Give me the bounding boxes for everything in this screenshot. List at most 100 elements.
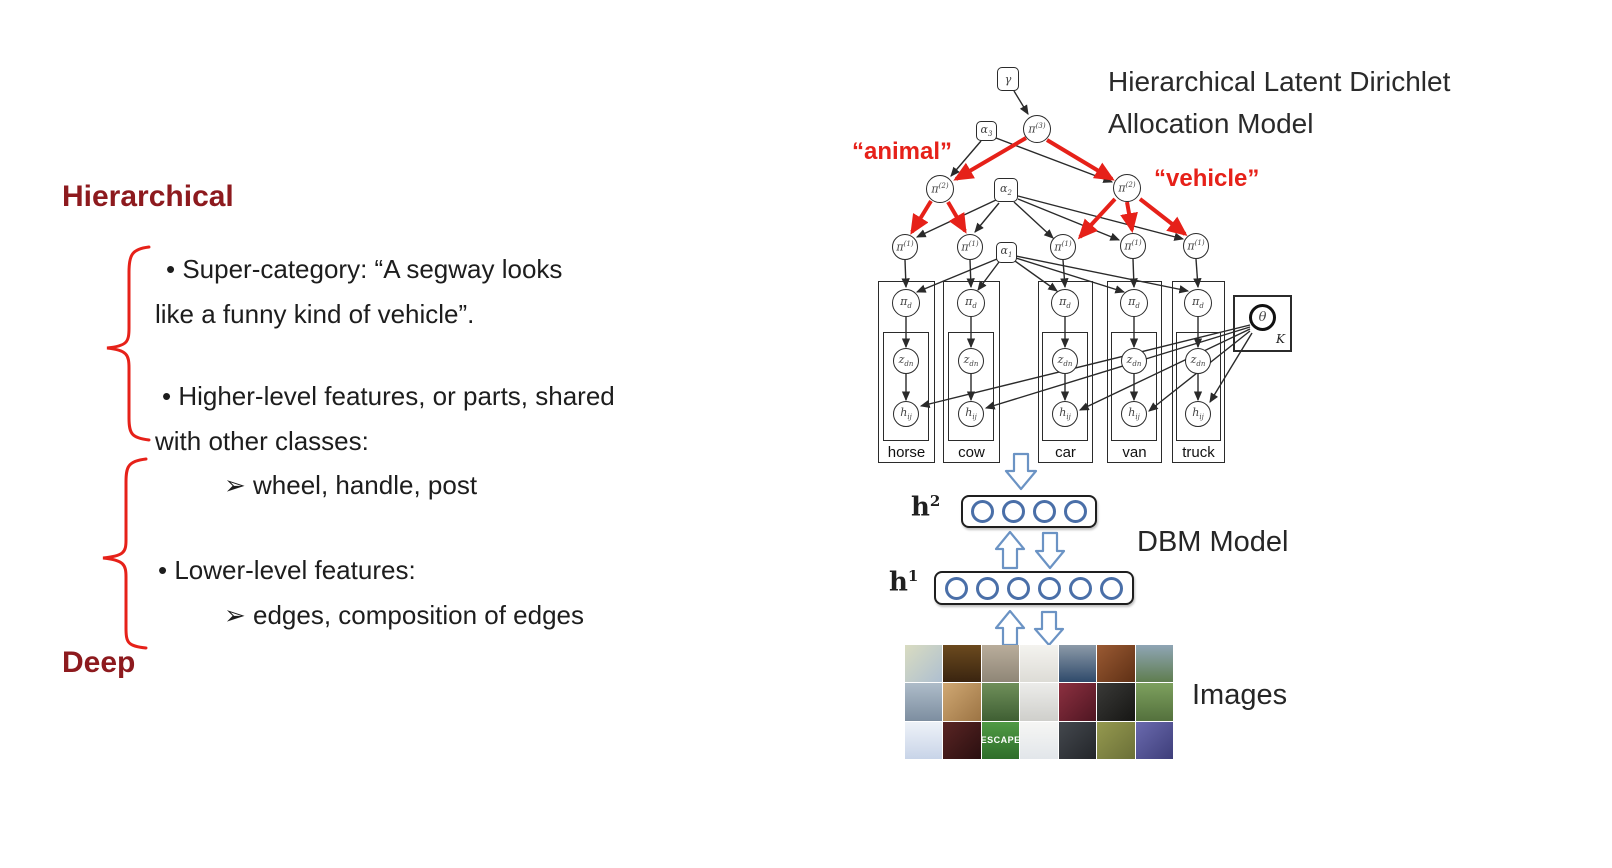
h1-layer-label: h1 (889, 567, 919, 598)
plate-car-inner (1042, 332, 1088, 441)
pi-d-node: πd (1051, 289, 1079, 317)
dbm-model-label: DBM Model (1137, 526, 1289, 558)
h-ij-label: hij (900, 405, 912, 422)
pi1-label: π(1) (1187, 239, 1205, 253)
h-ij-label: hij (1059, 405, 1071, 422)
image-thumbnail (1135, 645, 1173, 683)
image-thumbnail (1097, 645, 1135, 683)
image-thumbnail (1135, 683, 1173, 721)
plate-truck-inner (1176, 332, 1221, 441)
alpha1-label: α1 (1000, 244, 1013, 260)
hidden-unit (1038, 576, 1061, 600)
image-thumbnail (905, 645, 943, 683)
bullet-higher-level-line2: with other classes: (155, 426, 369, 456)
h-ij-label: hij (1192, 405, 1204, 422)
plate-van-inner (1111, 332, 1157, 441)
bullet-lower-level: • Lower-level features: (158, 555, 416, 585)
hidden-unit (1064, 500, 1087, 523)
bullet-wheel-handle-post: ➢ wheel, handle, post (224, 470, 478, 500)
image-thumbnail (943, 645, 981, 683)
image-thumbnail (943, 683, 981, 721)
image-thumbnail (905, 683, 943, 721)
image-thumbnail (1097, 683, 1135, 721)
alpha1-node: α1 (996, 242, 1017, 263)
pi-d-node: πd (1120, 289, 1148, 317)
z-dn-node: zdn (1052, 348, 1078, 374)
h1-layer-units (934, 571, 1134, 605)
z-dn-node: zdn (893, 348, 919, 374)
z-dn-label: zdn (1190, 352, 1206, 369)
h-ij-node: hij (958, 401, 984, 427)
flow-arrow-icon (994, 452, 1066, 647)
escape-poster-text: ESCAPE (980, 735, 1021, 746)
plate-horse-inner (883, 332, 929, 441)
hidden-unit (1069, 576, 1092, 600)
plate-cow-inner (948, 332, 994, 441)
image-thumbnail-grid: ESCAPE (905, 645, 1173, 759)
category-label-van: van (1122, 444, 1147, 461)
gamma-node: γ (997, 67, 1019, 91)
image-thumbnail (981, 683, 1020, 721)
gamma-label: γ (1004, 72, 1012, 86)
h2-layer-label: h2 (911, 492, 941, 523)
image-thumbnail (1020, 645, 1058, 683)
black-edges (901, 90, 1253, 412)
red-branch-edges (910, 136, 1188, 240)
pi1-label: π(1) (896, 240, 914, 254)
image-thumbnail-escape: ESCAPE (980, 721, 1021, 759)
image-thumbnail (905, 721, 943, 759)
pi1-label: π(1) (961, 240, 979, 254)
h-ij-label: hij (1128, 405, 1140, 422)
hlda-title-line2: Allocation Model (1108, 108, 1314, 139)
branch-label-animal: “animal” (852, 138, 953, 165)
pi2-right-node: π(2) (1113, 174, 1141, 202)
pi-d-label: πd (965, 294, 977, 311)
h2-layer-units (961, 495, 1097, 528)
z-dn-label: zdn (1126, 352, 1142, 369)
category-label-cow: cow (958, 444, 985, 461)
hidden-unit (1033, 500, 1056, 523)
z-dn-node: zdn (958, 348, 984, 374)
h-ij-label: hij (965, 405, 977, 422)
bullet-super-category-line1: • Super-category: “A segway looks (166, 254, 563, 284)
pi3-node: π(3) (1023, 115, 1051, 143)
h-ij-node: hij (1052, 401, 1078, 427)
alpha3-node: α3 (976, 121, 997, 141)
hidden-unit (1007, 576, 1030, 600)
pi1-node-3: π(1) (1050, 234, 1076, 260)
z-dn-label: zdn (898, 352, 914, 369)
h-ij-node: hij (893, 401, 919, 427)
h-ij-node: hij (1121, 401, 1147, 427)
pi2-left-label: π(2) (931, 182, 949, 196)
alpha2-label: α2 (1000, 181, 1012, 198)
z-dn-node: zdn (1121, 348, 1147, 374)
pi-d-node: πd (1184, 289, 1212, 317)
image-thumbnail (1135, 721, 1173, 759)
pi-d-label: πd (900, 294, 912, 311)
category-label-truck: truck (1182, 444, 1215, 461)
pi-d-node: πd (892, 289, 920, 317)
pi1-label: π(1) (1124, 239, 1142, 253)
hlda-title-line1: Hierarchical Latent Dirichlet (1108, 66, 1451, 97)
hidden-unit (971, 500, 994, 523)
theta-label: θ (1258, 310, 1267, 325)
theta-node: θ (1249, 304, 1276, 331)
image-thumbnail (1020, 683, 1058, 721)
pi1-node-1: π(1) (892, 234, 918, 260)
pi-d-label: πd (1128, 294, 1140, 311)
bullet-higher-level-line1: • Higher-level features, or parts, share… (162, 381, 615, 411)
hidden-unit (1002, 500, 1025, 523)
heading-deep: Deep (62, 646, 136, 679)
k-plate-label: K (1276, 332, 1285, 346)
pi-d-label: πd (1192, 294, 1204, 311)
bullet-edges: ➢ edges, composition of edges (224, 600, 585, 630)
hidden-unit (945, 576, 968, 600)
z-dn-label: zdn (1057, 352, 1073, 369)
z-dn-node: zdn (1185, 348, 1211, 374)
image-thumbnail (981, 645, 1020, 683)
image-thumbnail (1058, 721, 1097, 759)
pi1-node-4: π(1) (1120, 233, 1146, 259)
category-label-car: car (1055, 444, 1076, 461)
